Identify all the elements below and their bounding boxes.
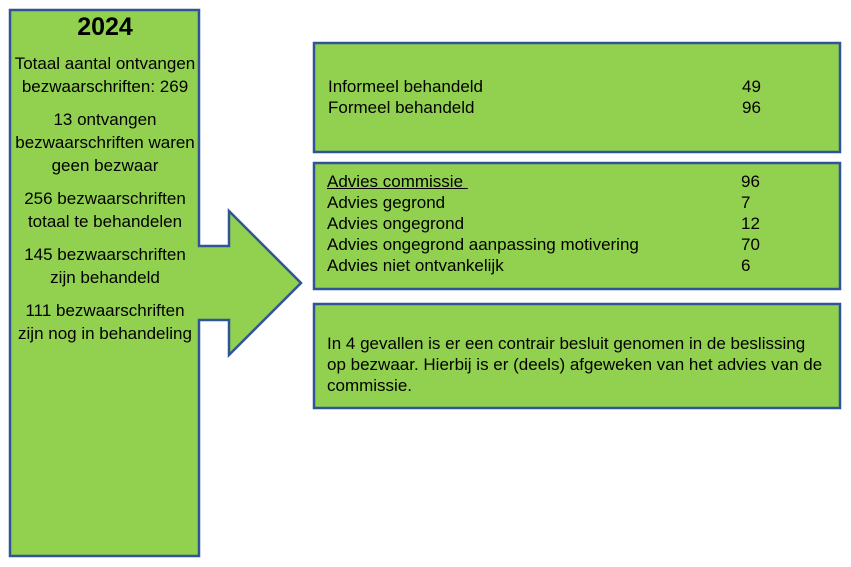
note-text: In 4 gevallen is er een contrair besluit… [327, 334, 823, 395]
advice-value: 6 [741, 256, 751, 275]
summary-total-to-handle: 256 bezwaarschriften totaal te behandele… [24, 189, 186, 231]
advice-header-value: 96 [741, 172, 760, 191]
handling-row: Informeel behandeld 49 [328, 76, 782, 97]
advice-value: 70 [741, 235, 760, 254]
advice-label: Advies ongegrond aanpassing motivering [327, 235, 639, 254]
advice-header-row: Advies commissie 96 [327, 171, 781, 192]
summary-not-objection: 13 ontvangen bezwaarschriften waren geen… [15, 110, 195, 175]
handling-label: Informeel behandeld [328, 77, 484, 96]
summary-in-progress: 111 bezwaarschriften zijn nog in behande… [18, 301, 192, 343]
handling-list: Informeel behandeld 49 Formeel behandeld… [328, 76, 782, 118]
handling-value: 49 [742, 77, 761, 96]
handling-label: Formeel behandeld [328, 98, 475, 117]
summary-total-received: Totaal aantal ontvangen bezwaarschriften… [14, 54, 196, 96]
advice-value: 7 [741, 193, 751, 212]
advice-row: Advies ongegrond aanpassing motivering 7… [327, 234, 781, 255]
advice-value: 12 [741, 214, 760, 233]
advice-box [312, 161, 842, 291]
advice-header-label: Advies commissie [327, 172, 468, 191]
advice-row: Advies gegrond 7 [327, 192, 781, 213]
summary-text: 2024 Totaal aantal ontvangen bezwaarschr… [14, 12, 196, 355]
advice-list: Advies commissie 96 Advies gegrond 7 Adv… [327, 171, 781, 276]
handling-box [312, 41, 842, 154]
year-title: 2024 [77, 13, 133, 41]
advice-row: Advies ongegrond 12 [327, 213, 781, 234]
handling-row: Formeel behandeld 96 [328, 97, 782, 118]
advice-label: Advies ongegrond [327, 214, 465, 233]
handling-value: 96 [742, 98, 761, 117]
advice-label: Advies gegrond [327, 193, 446, 212]
advice-label: Advies niet ontvankelijk [327, 256, 504, 275]
summary-arrow-shape [8, 8, 303, 558]
advice-row: Advies niet ontvankelijk 6 [327, 255, 781, 276]
summary-handled: 145 bezwaarschriften zijn behandeld [24, 245, 186, 287]
note-box [312, 302, 842, 410]
